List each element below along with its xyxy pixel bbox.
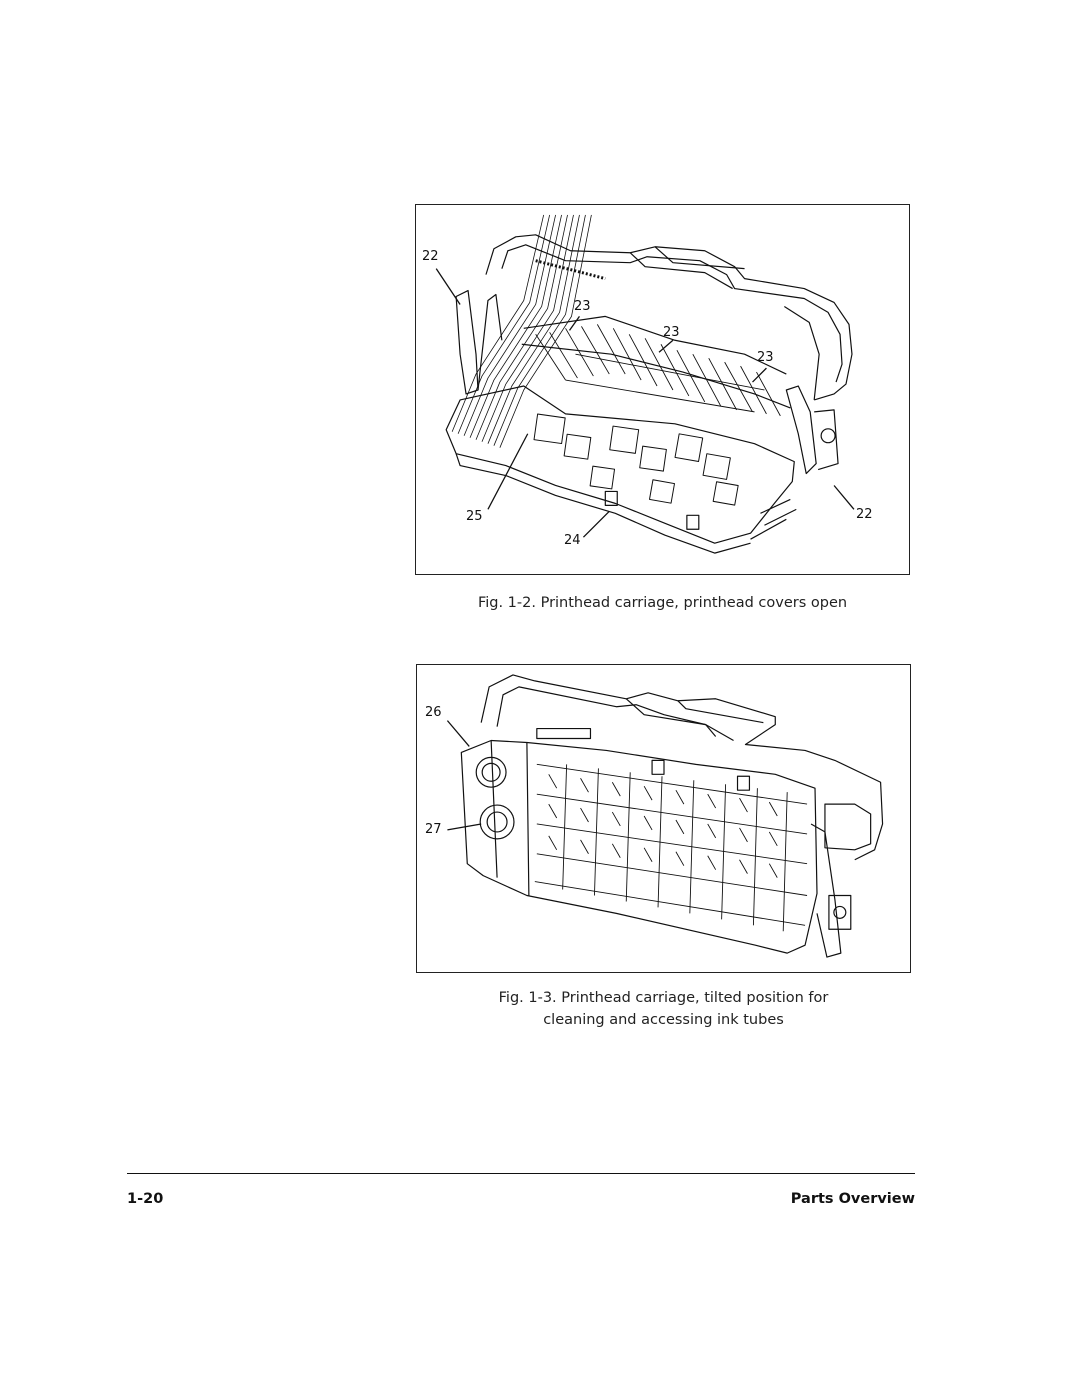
figure-caption-2-line-1: Fig. 1-3. Printhead carriage, tilted pos… bbox=[498, 990, 829, 1006]
callout-24: 24 bbox=[564, 533, 581, 548]
callout-23-c: 23 bbox=[757, 350, 774, 365]
figure-caption-2-line-2: cleaning and accessing ink tubes bbox=[543, 1012, 784, 1028]
printhead-carriage-tilted-illustration bbox=[446, 674, 884, 958]
callout-26: 26 bbox=[425, 705, 442, 720]
printhead-carriage-open-illustration bbox=[435, 214, 855, 554]
callout-25: 25 bbox=[466, 509, 483, 524]
callout-23-b: 23 bbox=[663, 325, 680, 340]
callout-27: 27 bbox=[425, 822, 442, 837]
footer-rule bbox=[127, 1173, 915, 1174]
figure-printhead-covers-open: 22 23 23 23 22 25 24 bbox=[415, 204, 910, 575]
callout-23-a: 23 bbox=[574, 299, 591, 314]
figure-caption-1: Fig. 1-2. Printhead carriage, printhead … bbox=[477, 595, 848, 611]
page-number: 1-20 bbox=[127, 1191, 164, 1207]
figure-caption-2: Fig. 1-3. Printhead carriage, tilted pos… bbox=[416, 987, 911, 1031]
callout-22-left: 22 bbox=[422, 249, 439, 264]
section-title: Parts Overview bbox=[790, 1191, 915, 1207]
figure-printhead-tilted: 26 27 bbox=[416, 664, 911, 973]
callout-22-right: 22 bbox=[856, 507, 873, 522]
